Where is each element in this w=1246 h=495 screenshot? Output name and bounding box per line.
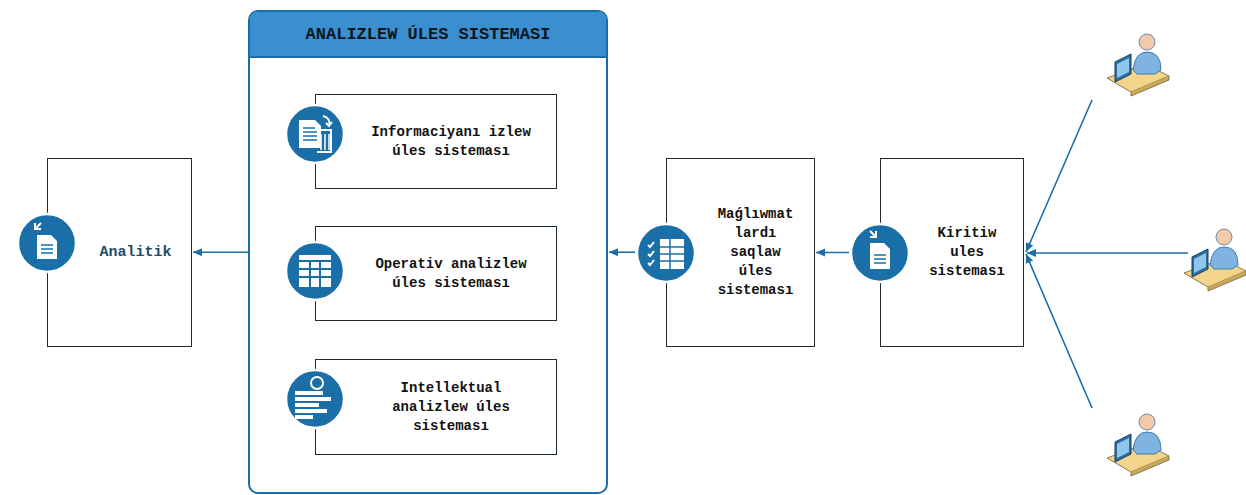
text-wrap: Intellektual analizlew úles sisteması	[366, 379, 536, 436]
user-icon	[1107, 414, 1169, 476]
box-label: Maǵlıwmat lardı saqlaw úles sisteması	[711, 205, 801, 300]
user-line	[1026, 100, 1092, 252]
user-line	[1026, 254, 1092, 408]
user-icon	[1107, 34, 1169, 96]
box-label: Informaciyanı izlew úles sisteması	[366, 123, 536, 161]
box-label: Analitik	[99, 243, 171, 262]
user-icon	[1184, 229, 1246, 291]
process-box: Operativ analizlew úles sisteması	[315, 226, 557, 321]
user-line	[1027, 252, 1188, 254]
box-label: Operativ analizlew úles sisteması	[366, 255, 536, 293]
node-icon	[848, 221, 912, 285]
process-box: Intellektual analizlew úles sisteması	[315, 359, 557, 455]
node-icon	[283, 102, 347, 166]
text-wrap: Informaciyanı izlew úles sisteması	[366, 123, 536, 161]
text-wrap: Kiritiw ules sisteması	[927, 224, 1007, 281]
text-wrap: Analitik	[99, 243, 171, 262]
flow-arrow	[193, 251, 248, 253]
node-icon	[634, 221, 698, 285]
flow-arrow	[609, 251, 635, 253]
box-label: Intellektual analizlew úles sisteması	[366, 379, 536, 436]
system-group: ANALIZLEW ÚLES SISTEMASI Informaciyanı iz…	[248, 10, 608, 494]
process-box: Informaciyanı izlew úles sisteması	[315, 94, 557, 189]
process-box: Maǵlıwmat lardı saqlaw úles sisteması	[666, 158, 815, 347]
group-title: ANALIZLEW ÚLES SISTEMASI	[306, 25, 551, 44]
box-label: Kiritiw ules sisteması	[927, 224, 1007, 281]
group-header: ANALIZLEW ÚLES SISTEMASI	[250, 12, 606, 58]
node-icon	[283, 367, 347, 431]
node-icon	[15, 211, 79, 275]
process-box: Kiritiw ules sisteması	[880, 158, 1024, 347]
text-wrap: Operativ analizlew úles sisteması	[366, 255, 536, 293]
flow-arrow	[816, 252, 849, 254]
node-icon	[283, 239, 347, 303]
text-wrap: Maǵlıwmat lardı saqlaw úles sisteması	[711, 205, 801, 300]
process-box: Analitik	[47, 158, 192, 347]
